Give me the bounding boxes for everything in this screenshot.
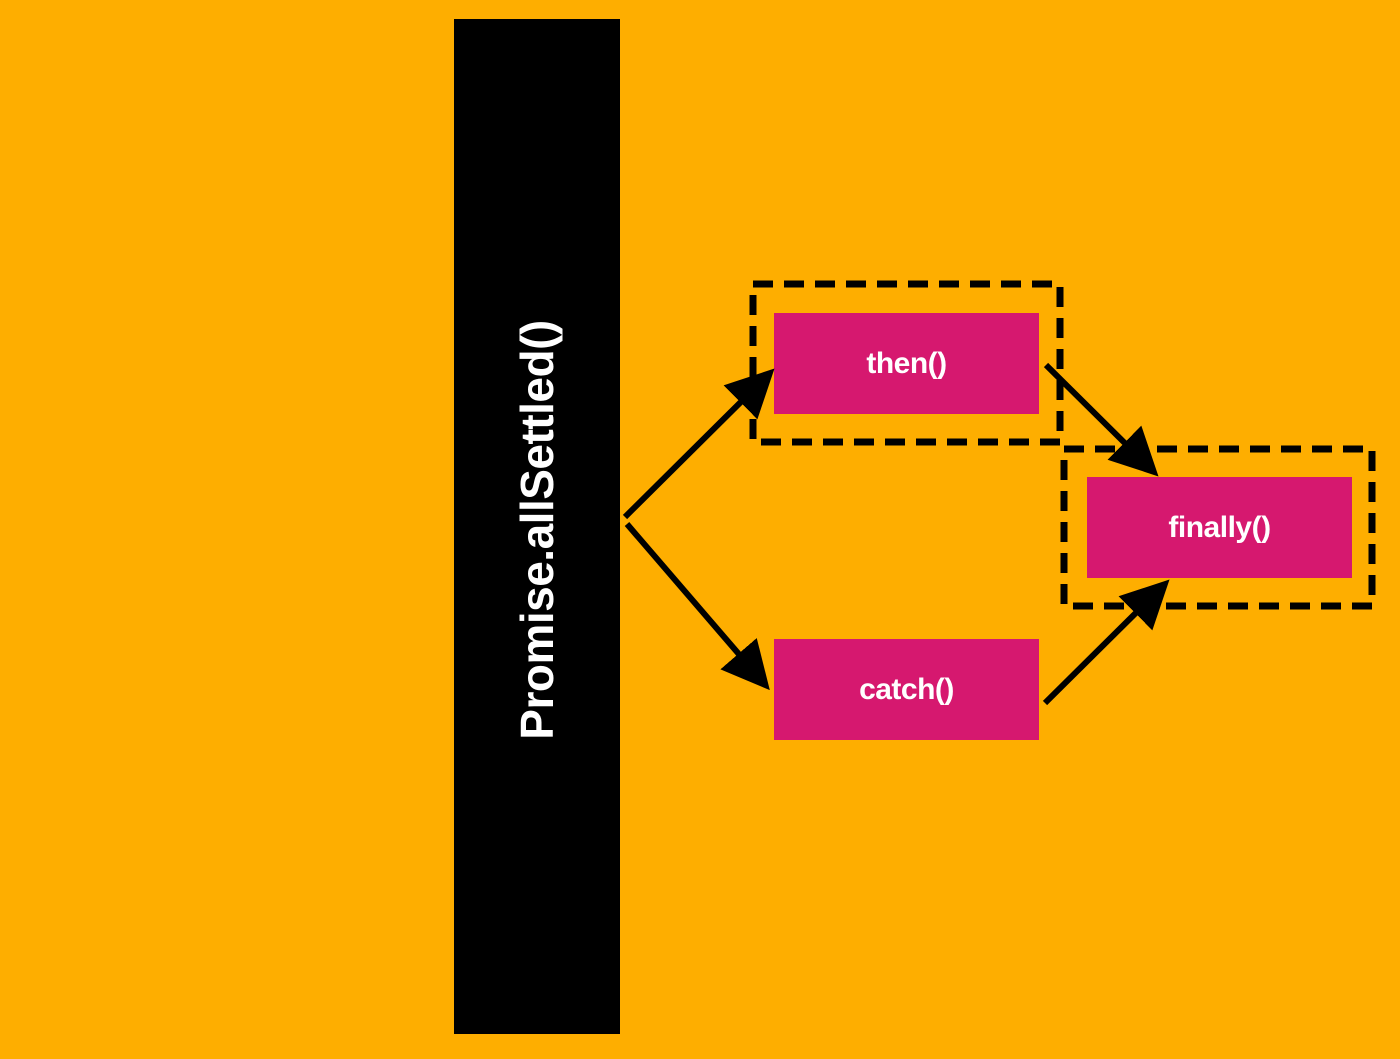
arrow-then-to-finally bbox=[1043, 362, 1159, 477]
finally-node: finally() bbox=[1087, 477, 1352, 578]
arrow-allsettled-to-catch bbox=[624, 522, 770, 691]
promise-allsettled-label: Promise.allSettled() bbox=[511, 320, 563, 740]
arrow-catch-to-finally bbox=[1042, 579, 1170, 706]
catch-node-label: catch() bbox=[859, 672, 954, 706]
catch-node: catch() bbox=[774, 639, 1039, 740]
then-node-label: then() bbox=[866, 346, 947, 380]
arrow-allsettled-to-then bbox=[622, 368, 775, 520]
then-node: then() bbox=[774, 313, 1039, 414]
finally-node-label: finally() bbox=[1168, 510, 1271, 544]
promise-allsettled-bar bbox=[454, 19, 620, 1034]
